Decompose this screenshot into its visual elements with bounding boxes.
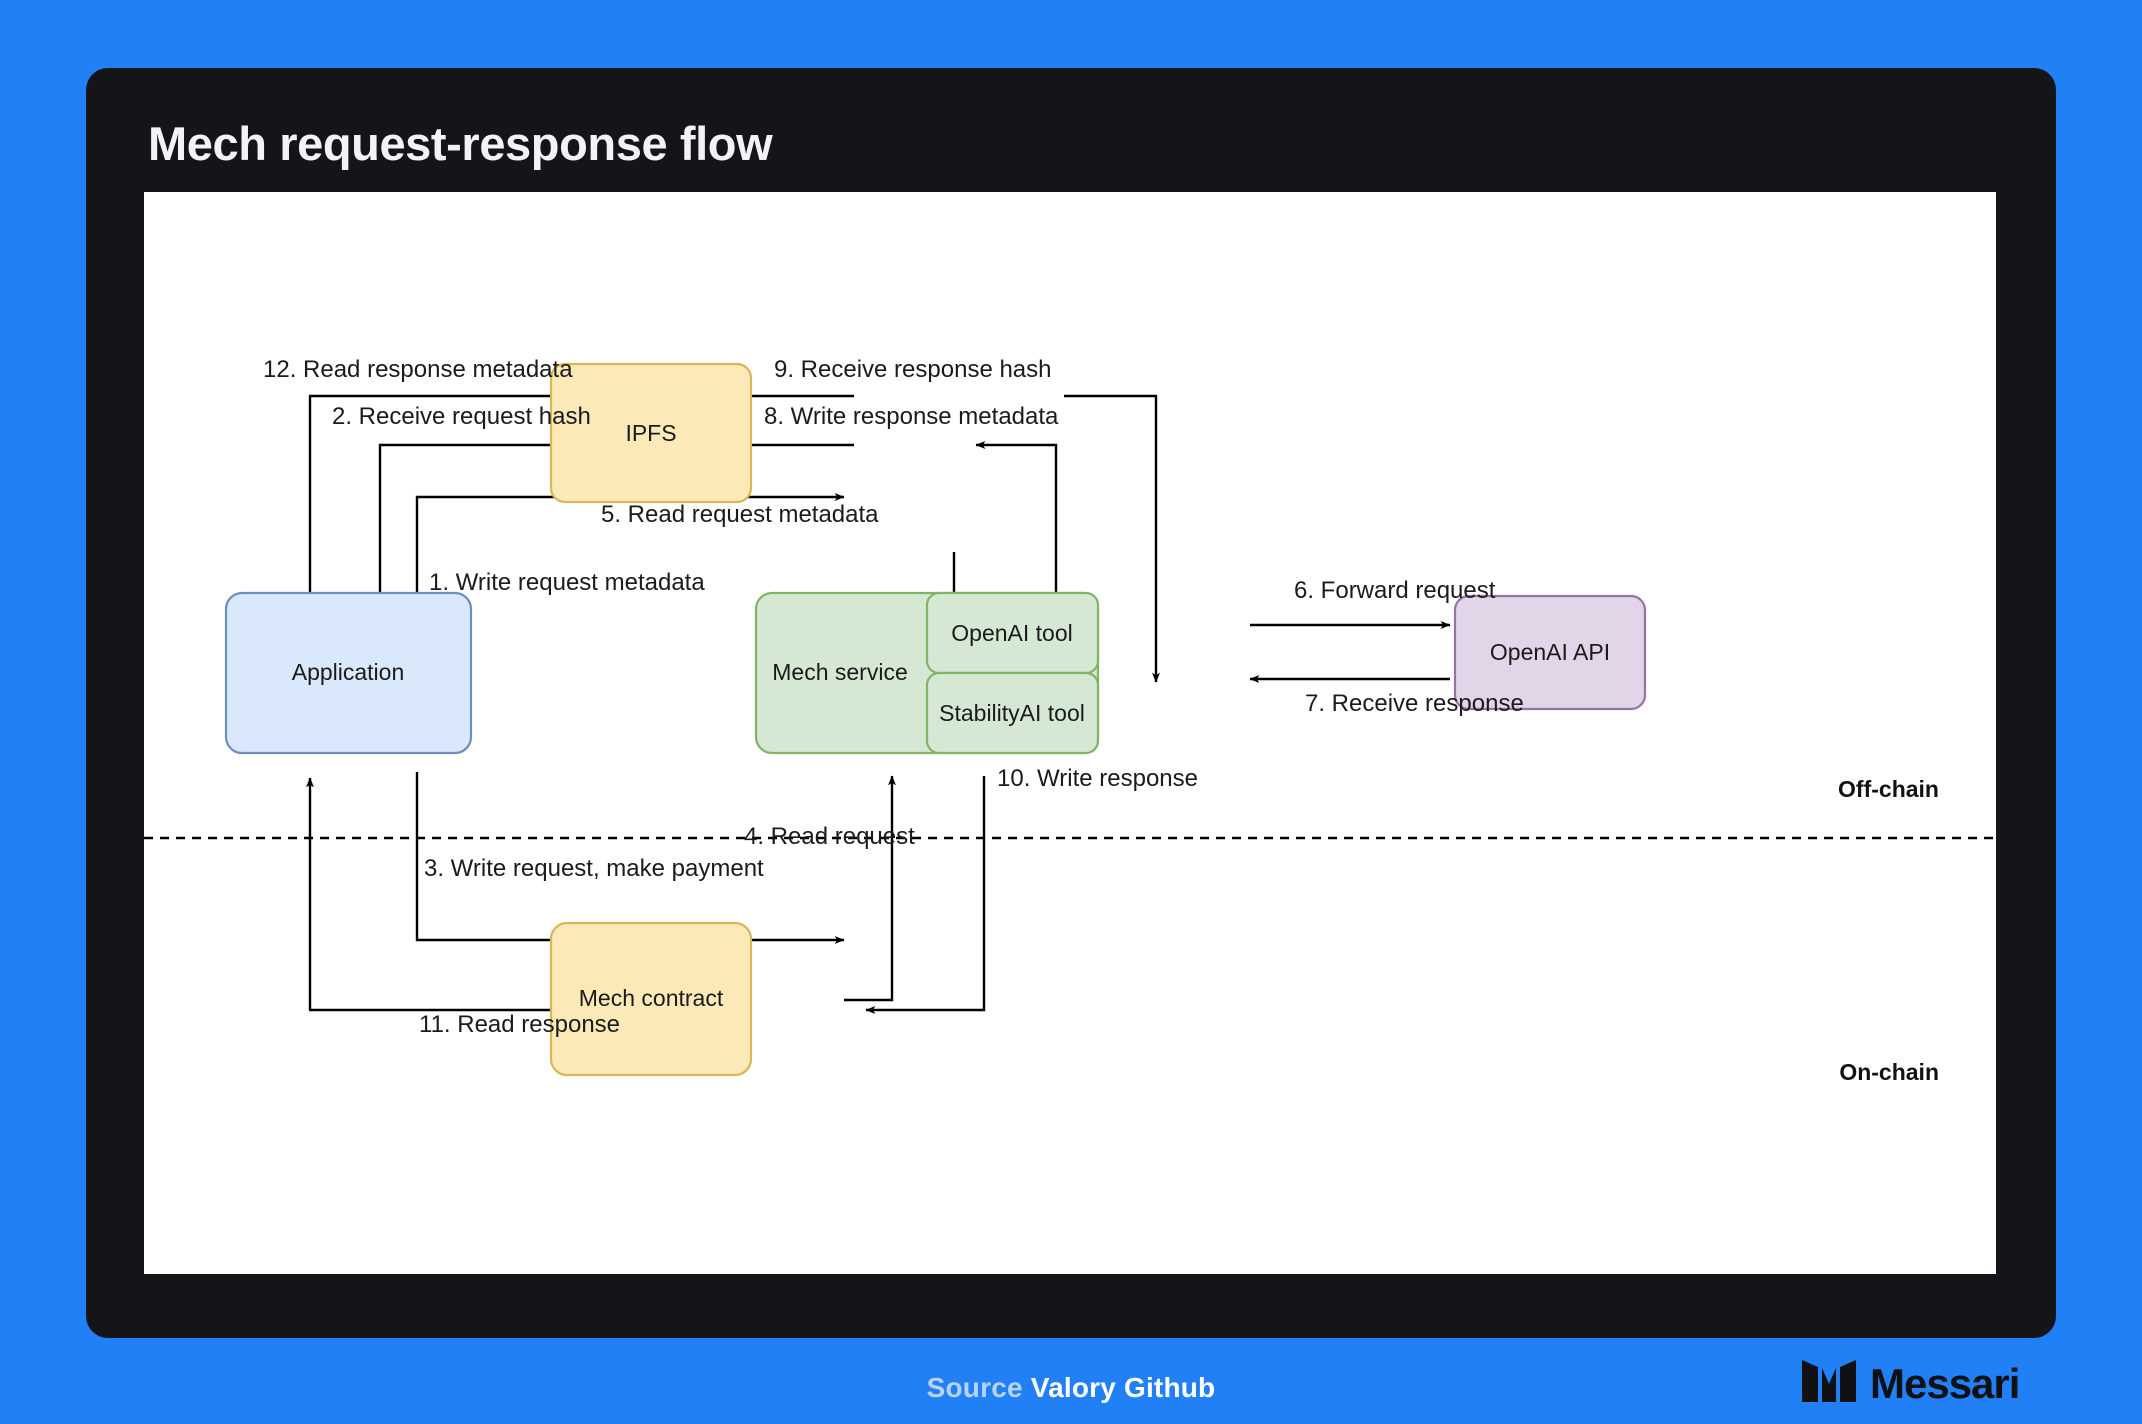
page-title: Mech request-response flow	[148, 117, 773, 170]
edge-label-10: 10. Write response	[997, 765, 1198, 792]
edge-11-read-response	[306, 777, 654, 1012]
messari-logo-icon	[1800, 1358, 1858, 1409]
node-application-label: Application	[292, 659, 405, 685]
messari-logo: Messari	[1800, 1358, 2020, 1409]
node-ipfs-label: IPFS	[625, 420, 676, 446]
edge-label-3: 3. Write request, make payment	[424, 855, 764, 882]
source-attribution: Source Valory Github	[0, 1372, 2142, 1404]
node-openai-tool[interactable]: OpenAI tool	[925, 591, 1100, 675]
node-openai-tool-label: OpenAI tool	[951, 620, 1072, 646]
zone-label-onchain: On-chain	[1839, 1059, 1939, 1085]
edge-4-read-request	[844, 775, 896, 1002]
edge-label-5: 5. Read request metadata	[601, 501, 879, 528]
node-openai-api[interactable]: OpenAI API	[1453, 594, 1647, 711]
diagram-canvas: IPFS Application Mech service OpenAI too…	[144, 192, 1996, 1274]
edge-label-2: 2. Receive request hash	[332, 403, 591, 430]
node-openai-api-label: OpenAI API	[1490, 639, 1610, 665]
edge-label-4: 4. Read request	[744, 823, 915, 850]
node-stabilityai-tool-label: StabilityAI tool	[939, 700, 1085, 726]
edge-label-6: 6. Forward request	[1294, 577, 1496, 604]
node-stabilityai-tool[interactable]: StabilityAI tool	[925, 671, 1100, 755]
source-name: Valory Github	[1030, 1372, 1216, 1403]
edge-label-9: 9. Receive response hash	[774, 356, 1052, 383]
edge-10-write-response	[865, 776, 986, 1014]
node-mech-service-label: Mech service	[772, 659, 907, 685]
edge-8-write-response-metadata	[975, 441, 1058, 632]
node-mech-contract[interactable]: Mech contract	[549, 921, 753, 1077]
zone-label-offchain: Off-chain	[1838, 776, 1939, 802]
node-application[interactable]: Application	[224, 591, 473, 755]
edge-label-8: 8. Write response metadata	[764, 403, 1059, 430]
edge-label-11: 11. Read response	[419, 1011, 620, 1038]
diagram-card: Mech request-response flow	[86, 68, 2056, 1338]
edge-label-12: 12. Read response metadata	[263, 356, 573, 383]
edge-label-1: 1. Write request metadata	[429, 569, 705, 596]
messari-wordmark: Messari	[1870, 1359, 2020, 1407]
edge-label-7: 7. Receive response	[1305, 690, 1524, 717]
edge-9-receive-response-hash	[1064, 394, 1160, 683]
node-mech-contract-label: Mech contract	[579, 985, 724, 1011]
source-label: Source	[926, 1372, 1023, 1403]
node-ipfs[interactable]: IPFS	[549, 362, 753, 504]
